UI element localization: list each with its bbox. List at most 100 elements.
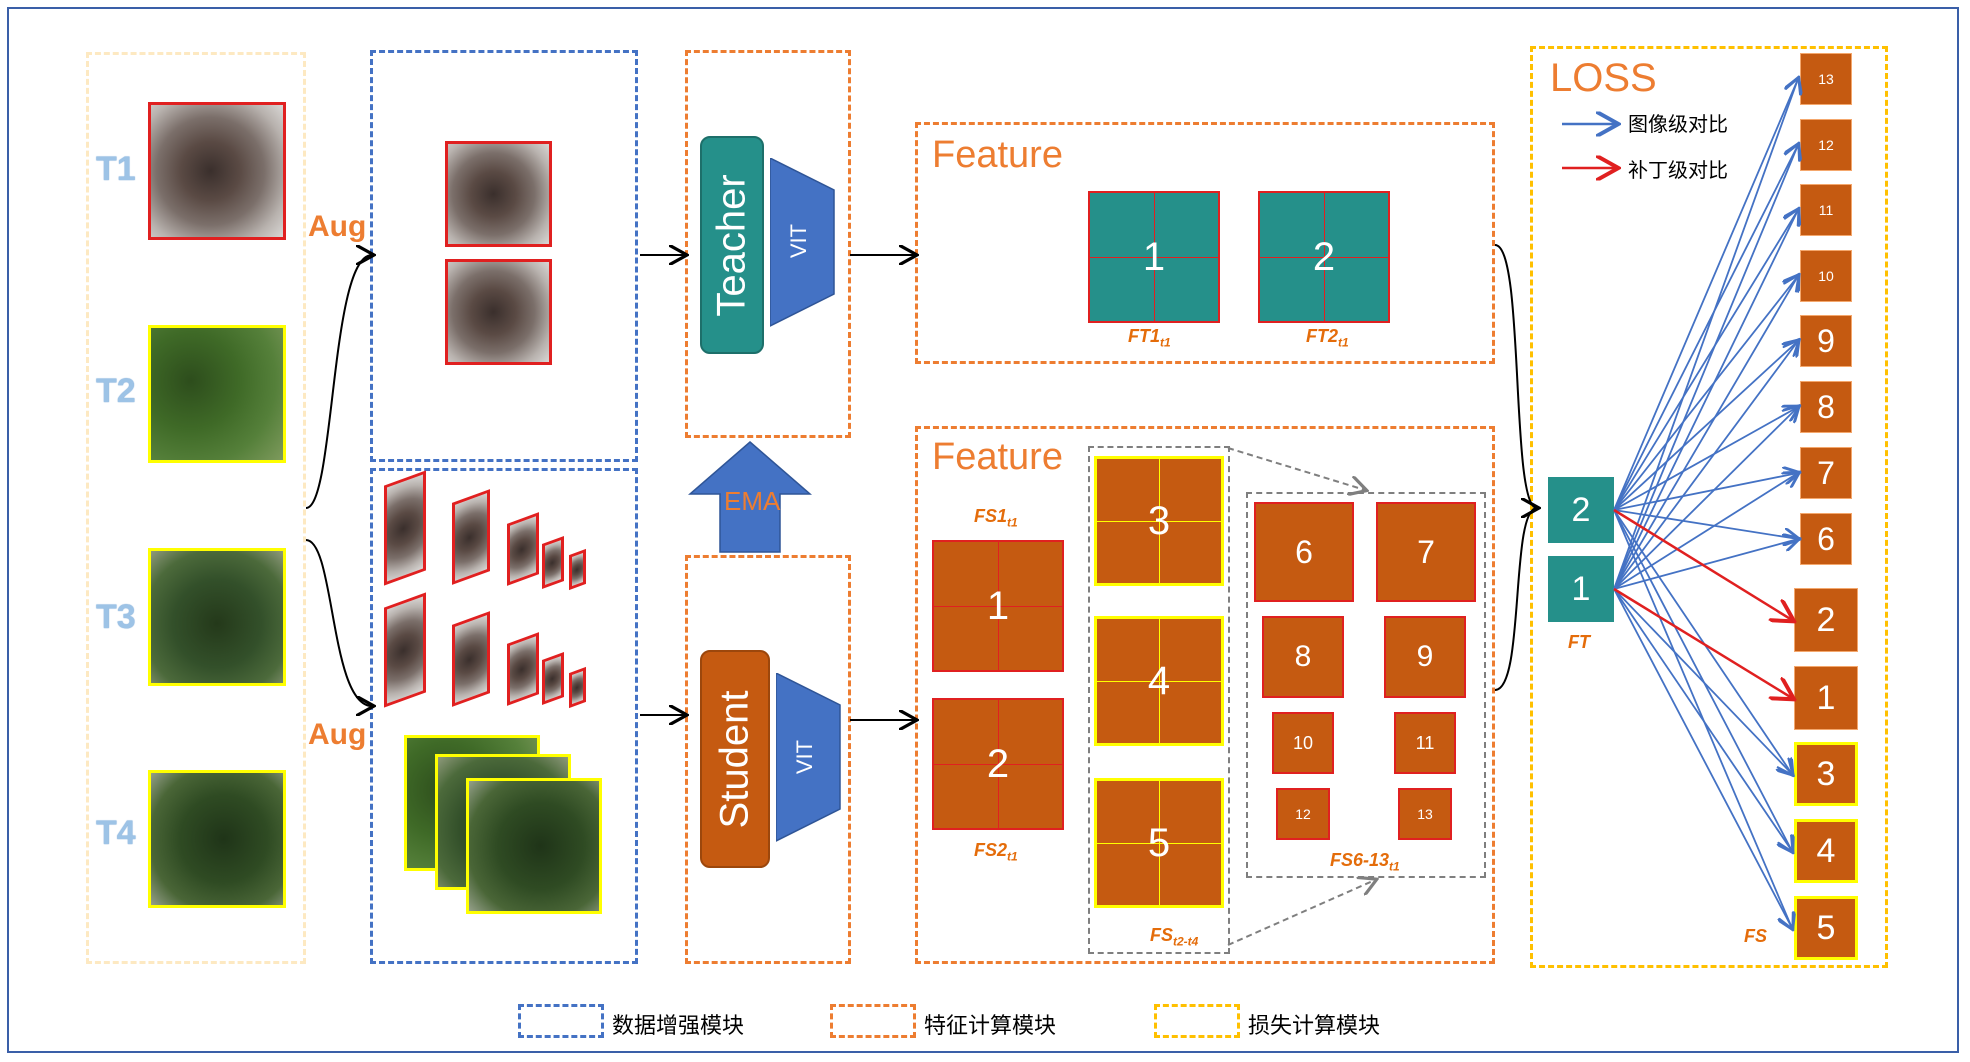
fs2-label-main: FS2 [974,840,1008,860]
t2-label: T2 [96,372,136,410]
fs-mid-label: FSt2-t4 [1150,925,1198,949]
legend-loss-calc-label: 损失计算模块 [1248,1013,1381,1038]
t4-label: T4 [96,814,136,852]
t1-image [148,102,286,240]
legend-data-aug-label: 数据增强模块 [612,1013,745,1038]
teacher-feature-panel [915,122,1495,364]
loss-fs-box-13-number: 13 [1818,71,1834,87]
fs-box-11-number: 11 [1415,732,1435,753]
t4-image [148,770,286,908]
fs-box-12: 12 [1276,788,1330,840]
grid-line [1159,619,1160,743]
teacher-module [685,50,851,438]
loss-fs-box-11-number: 11 [1818,202,1834,218]
aug-top-connector [305,255,372,509]
fs-box-5: 5 [1094,778,1224,908]
loss-fs-box-2: 2 [1794,588,1858,652]
legend-image-level: 图像级对比 [1628,114,1728,136]
loss-fs-box-4: 4 [1794,819,1858,883]
fs-mid-label-sub: t2-t4 [1173,934,1199,949]
student-feature-to-loss [1494,507,1538,691]
loss-ft-box-1-number: 1 [1571,569,1591,608]
loss-fs-label: FS [1744,926,1768,946]
loss-fs-box-10-number: 10 [1818,268,1834,284]
loss-fs-box-1-number: 1 [1816,678,1836,717]
fs2-label-sub: t1 [1007,849,1018,864]
fs-box-6-number: 6 [1295,533,1313,570]
fs1-label-sub: t1 [1007,515,1018,530]
teacher-feature-title: Feature [932,134,1063,176]
ft-box-2-number: 2 [1312,234,1336,279]
fs2-label: FS2t1 [974,840,1018,864]
loss-ft-box-2-number: 2 [1571,490,1591,529]
fs-box-9: 9 [1384,616,1466,698]
ema-label: EMA [724,486,781,516]
t1-label: T1 [96,150,136,188]
loss-fs-box-7: 7 [1800,447,1852,499]
fs-box-3: 3 [1094,456,1224,586]
aug-bottom-connector [305,539,372,706]
ft-box-2: 2 [1258,191,1390,323]
ft1-label-main: FT1 [1128,326,1161,346]
ft1-label: FT1t1 [1128,326,1171,350]
fs-small-label: FS6-13t1 [1330,850,1400,874]
loss-fs-box-5-number: 5 [1816,908,1836,947]
loss-fs-box-12: 12 [1800,119,1852,171]
ft-box-1: 1 [1088,191,1220,323]
loss-image-level-links [1613,79,1798,928]
student-vit [776,673,841,842]
loss-fs-box-11: 11 [1800,184,1852,236]
teacher-crop-1 [445,141,552,247]
input-images-panel [86,52,306,964]
loss-fs-box-7-number: 7 [1817,454,1835,491]
fs-box-3-number: 3 [1147,498,1171,543]
fs-group-arrow-bottom [1227,880,1375,946]
fs-small-label-main: FS6-13 [1330,850,1390,870]
fs-box-9-number: 9 [1416,640,1434,673]
teacher-feature-to-loss [1494,244,1537,508]
legend-swatch-data-aug [518,1004,604,1038]
legend-patch-level: 补丁级对比 [1628,160,1728,182]
student-block: Student [700,650,770,868]
student-module [685,555,851,964]
fs1-label: FS1t1 [974,506,1018,530]
fs-box-13: 13 [1398,788,1452,840]
fs-box-7-number: 7 [1417,533,1435,570]
loss-fs-box-1: 1 [1794,666,1858,730]
student-feature-panel [915,426,1495,964]
grid-line [998,700,999,828]
t2-image [148,325,286,463]
fs-temporal-group [1088,446,1230,954]
aug-top-label: Aug [308,210,367,243]
fs-box-8: 8 [1262,616,1344,698]
fs-box-8-number: 8 [1294,640,1312,673]
fs-box-10: 10 [1272,712,1334,774]
loss-fs-box-9: 9 [1800,315,1852,367]
ft2-label: FT2t1 [1306,326,1349,350]
ft2-label-main: FT2 [1306,326,1339,346]
diagram-frame [7,7,1959,1053]
teacher-vit [770,158,835,327]
loss-ft-box-2: 2 [1548,477,1614,543]
fs-box-12-number: 12 [1295,806,1311,822]
fs1-label-main: FS1 [974,506,1008,526]
student-temporal-3 [466,778,602,914]
loss-title: LOSS [1550,56,1657,100]
t3-label: T3 [96,598,136,636]
loss-fs-box-12-number: 12 [1818,137,1834,153]
loss-ft-box-1: 1 [1548,556,1614,622]
loss-fs-box-5: 5 [1794,896,1858,960]
ema-arrow [688,441,812,553]
loss-fs-box-8-number: 8 [1817,388,1835,425]
fs-box-10-number: 10 [1292,732,1314,753]
loss-fs-box-9-number: 9 [1817,322,1835,359]
legend-swatch-loss-calc [1154,1004,1240,1038]
fs-box-7: 7 [1376,502,1476,602]
loss-fs-box-13: 13 [1800,53,1852,105]
legend-swatch-feature-calc [830,1004,916,1038]
teacher-block: Teacher [700,136,764,354]
fs-box-4: 4 [1094,616,1224,746]
grid-line [1324,193,1325,321]
loss-fs-box-6-number: 6 [1817,520,1835,557]
